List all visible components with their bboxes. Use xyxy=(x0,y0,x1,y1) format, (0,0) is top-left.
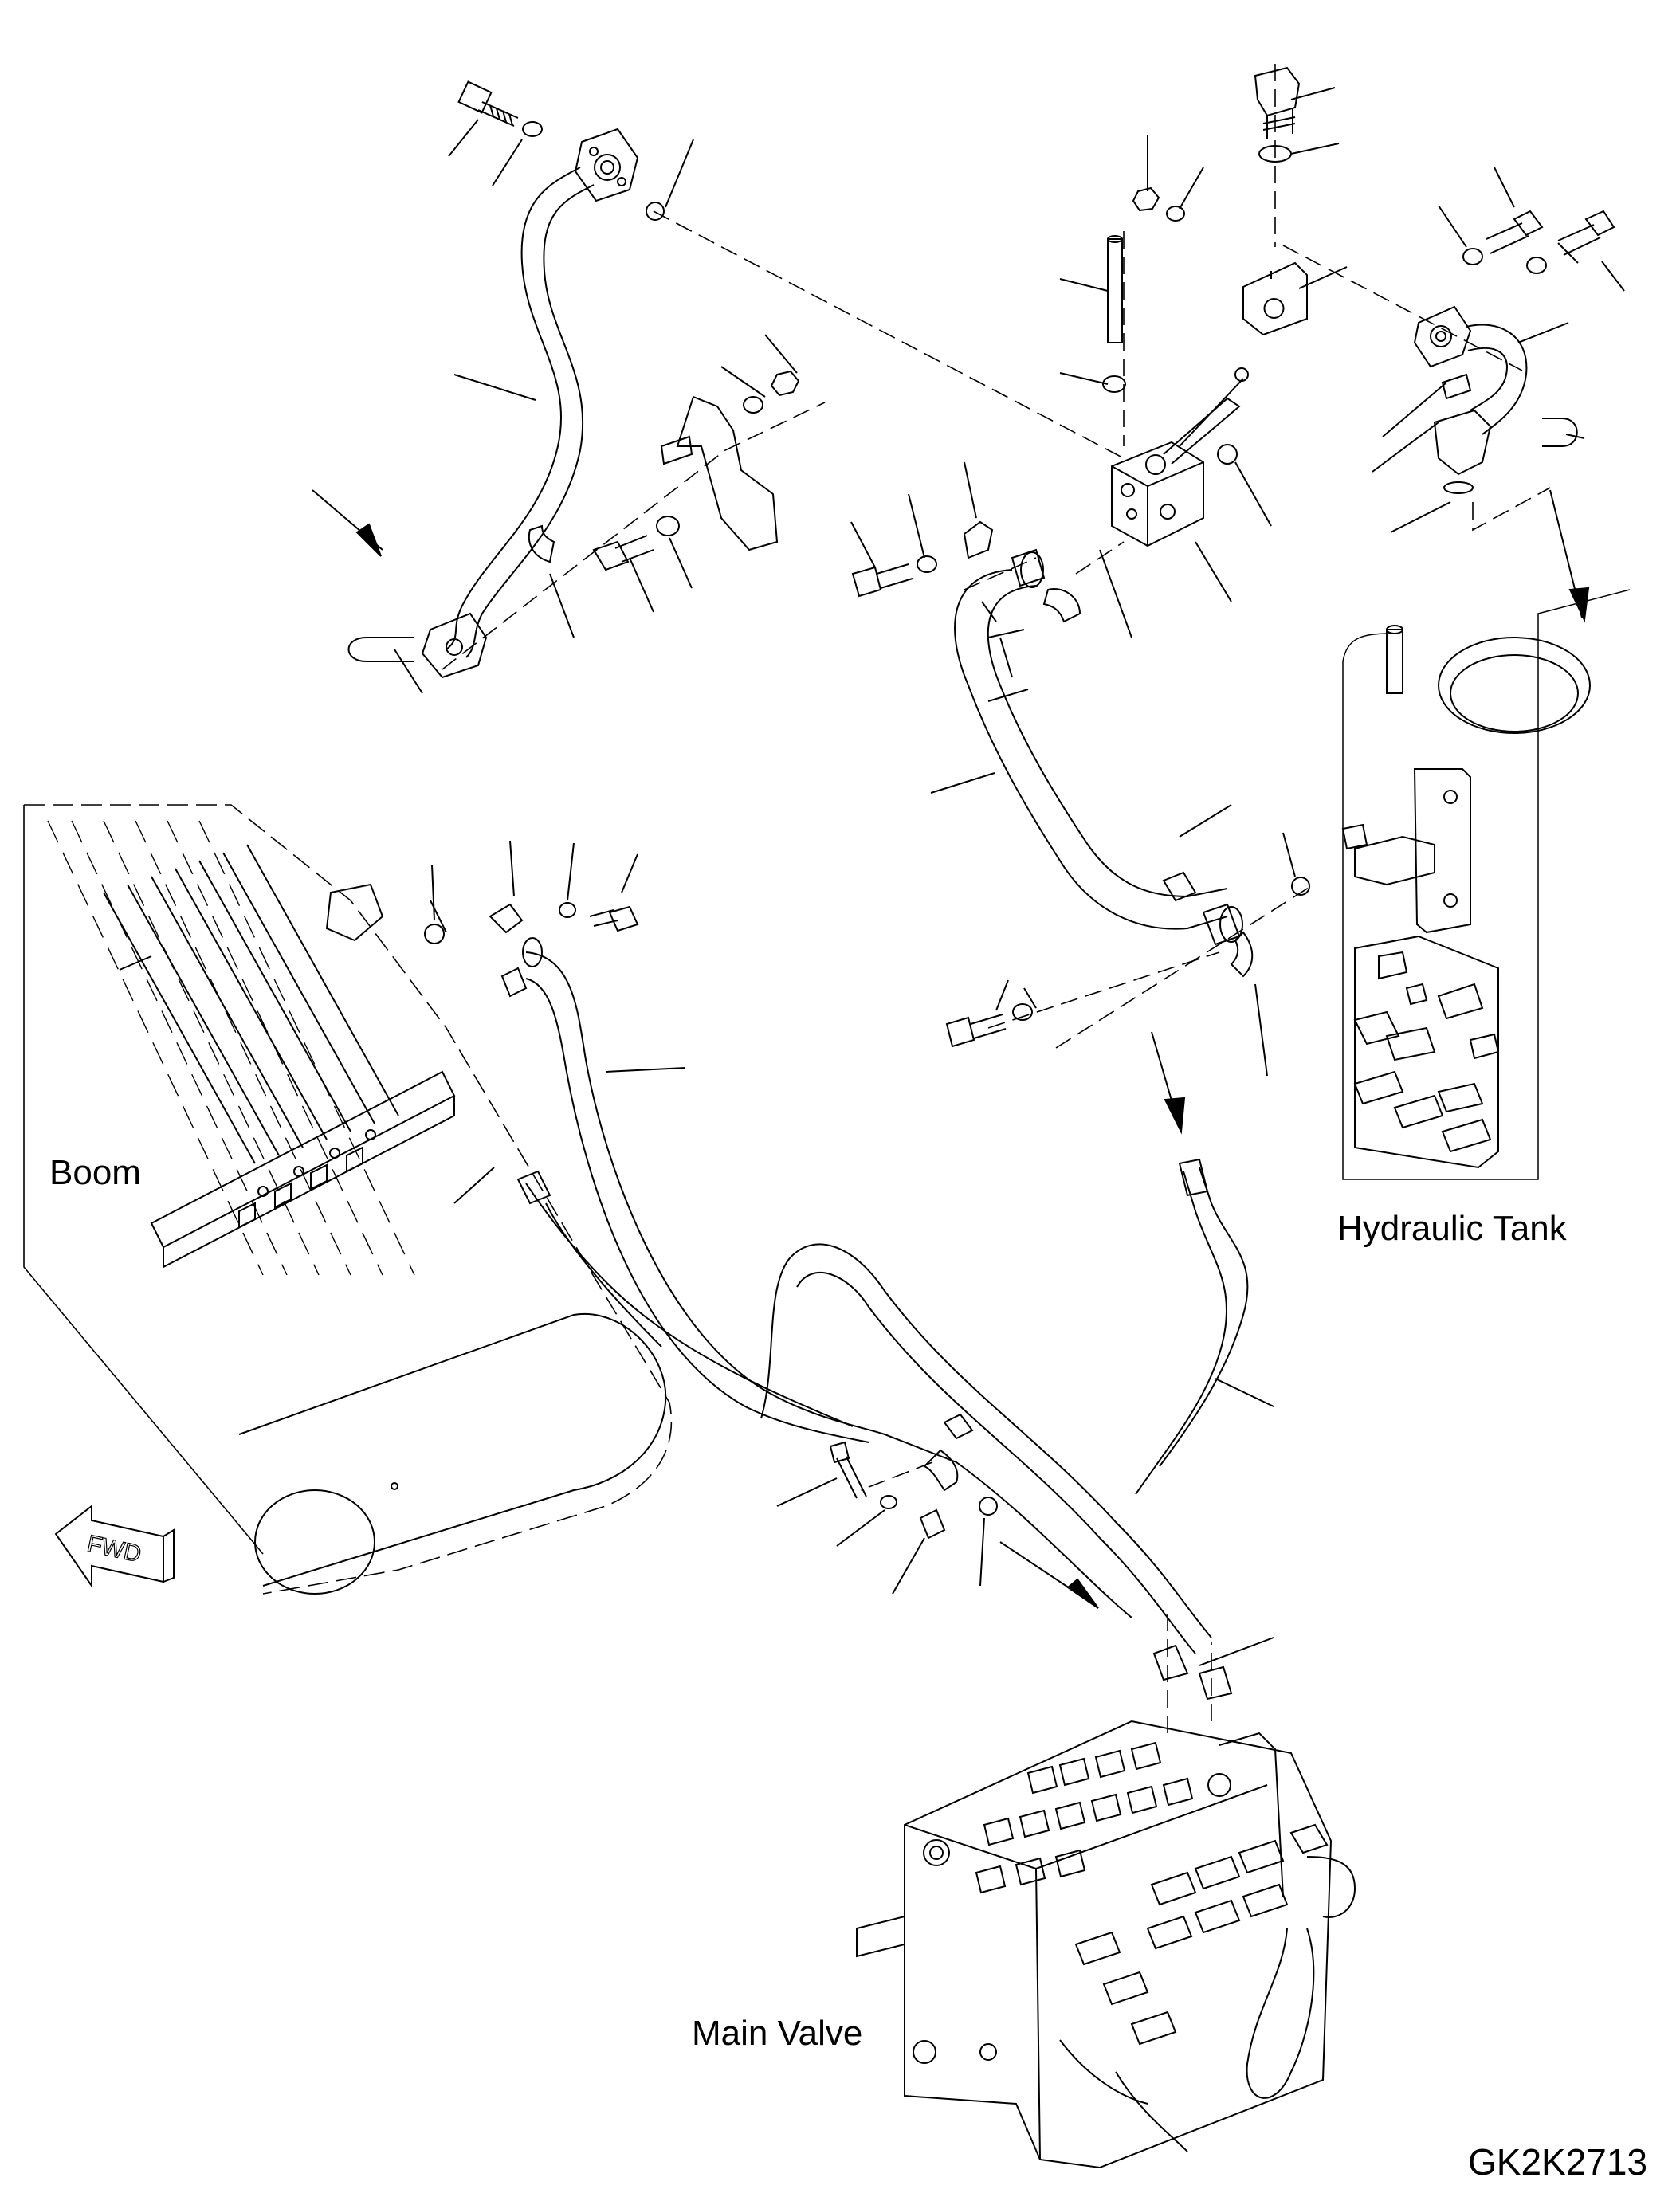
hose-end-fitting-icon xyxy=(1180,1159,1207,1195)
bolt-icon xyxy=(1255,68,1299,139)
hose xyxy=(955,570,1227,929)
leader-lines xyxy=(1473,488,1550,530)
leader-lines xyxy=(394,120,797,693)
direction-arrow-icon xyxy=(1152,1032,1184,1132)
drawing-code: GK2K2713 xyxy=(1468,2141,1648,2183)
boom-hose-assembly xyxy=(425,805,1274,1699)
bolt-icon xyxy=(1558,211,1614,255)
hydraulic-tank-label: Hydraulic Tank xyxy=(1337,1209,1567,1248)
washer-icon xyxy=(657,516,679,536)
clamp-half-icon xyxy=(529,526,554,562)
hose-end-fitting-icon xyxy=(1154,1646,1187,1680)
hose xyxy=(526,952,1132,1618)
bolt-icon xyxy=(853,564,913,596)
flange-bolt-icon xyxy=(459,82,518,126)
pin-icon xyxy=(1108,236,1122,343)
selector-valve-block xyxy=(1112,368,1248,546)
assembly-center-lines xyxy=(442,64,1522,1733)
split-flange-icon xyxy=(575,129,638,201)
boom-manifold-block xyxy=(151,1072,454,1267)
bolt-icon xyxy=(594,536,654,570)
loop-hose xyxy=(1247,1928,1314,2098)
washer-icon xyxy=(523,122,542,136)
clamp-half-icon xyxy=(490,904,522,932)
bolt-icon xyxy=(830,1442,866,1498)
main-valve xyxy=(857,1721,1355,2168)
o-ring-icon xyxy=(1218,445,1237,464)
clamp-half-icon xyxy=(964,522,992,558)
o-ring-icon xyxy=(425,924,444,944)
washer-icon xyxy=(1013,1004,1032,1020)
direction-arrow-icon xyxy=(1550,490,1588,620)
hose-end-cap-icon xyxy=(327,885,383,940)
tube-end-fitting-icon xyxy=(422,614,486,677)
washer-icon xyxy=(1463,249,1482,265)
nut-icon xyxy=(771,371,799,395)
clamp-half-icon xyxy=(920,1510,944,1538)
bolt-icon xyxy=(947,1014,1006,1046)
boom xyxy=(24,805,671,1594)
main-valve-label: Main Valve xyxy=(692,2014,863,2053)
center-hose-assembly xyxy=(851,462,1309,1076)
direction-arrow-icon xyxy=(1000,1542,1098,1608)
o-ring-icon xyxy=(646,202,664,220)
u-clip-icon xyxy=(349,638,415,661)
u-clip-icon xyxy=(1542,418,1577,446)
o-ring-icon xyxy=(1444,482,1473,493)
hose-end-flange-icon xyxy=(1203,904,1239,944)
upper-right-tube-assembly xyxy=(1372,167,1624,620)
clamp-half-icon xyxy=(944,1414,972,1438)
o-ring-icon xyxy=(1292,877,1309,895)
washer-icon xyxy=(559,903,575,917)
boom-pin-boss xyxy=(255,1490,375,1594)
clamp-half-icon xyxy=(1044,589,1080,622)
flange-icon xyxy=(924,1450,957,1490)
washer-icon xyxy=(917,556,936,572)
clamp-half-icon xyxy=(502,968,526,996)
tube-bracket-icon xyxy=(661,397,777,550)
leader-lines xyxy=(851,462,1295,1076)
clamp-half-icon xyxy=(1164,873,1195,900)
bolt-icon xyxy=(590,907,638,931)
washer-icon xyxy=(881,1496,897,1508)
valve-port-fittings xyxy=(1076,1825,1327,2044)
washer-icon xyxy=(1167,206,1184,221)
boom-hoses xyxy=(104,845,398,1163)
valve-spool-caps xyxy=(913,1743,1231,2063)
leader-lines xyxy=(432,805,1274,1665)
washer-icon xyxy=(744,397,763,413)
direction-arrow-icon xyxy=(312,490,383,556)
mounting-bracket-icon xyxy=(1243,263,1307,335)
washer-icon xyxy=(1527,257,1546,273)
elbow-fitting-icon xyxy=(1435,410,1490,474)
clamp-half-icon xyxy=(1231,932,1252,976)
hose-end-fitting-icon xyxy=(518,1171,550,1203)
bolt-icon xyxy=(1486,211,1542,253)
fwd-arrow-label: FWD xyxy=(84,1531,143,1567)
hose-end-fitting-icon xyxy=(1199,1667,1231,1699)
hydraulic-tank xyxy=(1343,590,1630,1179)
nut-icon xyxy=(1133,188,1159,210)
o-ring-icon xyxy=(979,1497,997,1515)
steel-tube xyxy=(446,167,580,649)
hose xyxy=(1160,1167,1247,1466)
boom-label: Boom xyxy=(49,1153,141,1192)
hose xyxy=(761,1244,1211,1638)
upper-left-tube-assembly xyxy=(312,82,799,693)
fwd-arrow-icon xyxy=(56,1506,174,1586)
washer-icon xyxy=(1103,376,1125,392)
leader-lines xyxy=(1372,167,1624,532)
leader-lines xyxy=(1060,88,1347,638)
